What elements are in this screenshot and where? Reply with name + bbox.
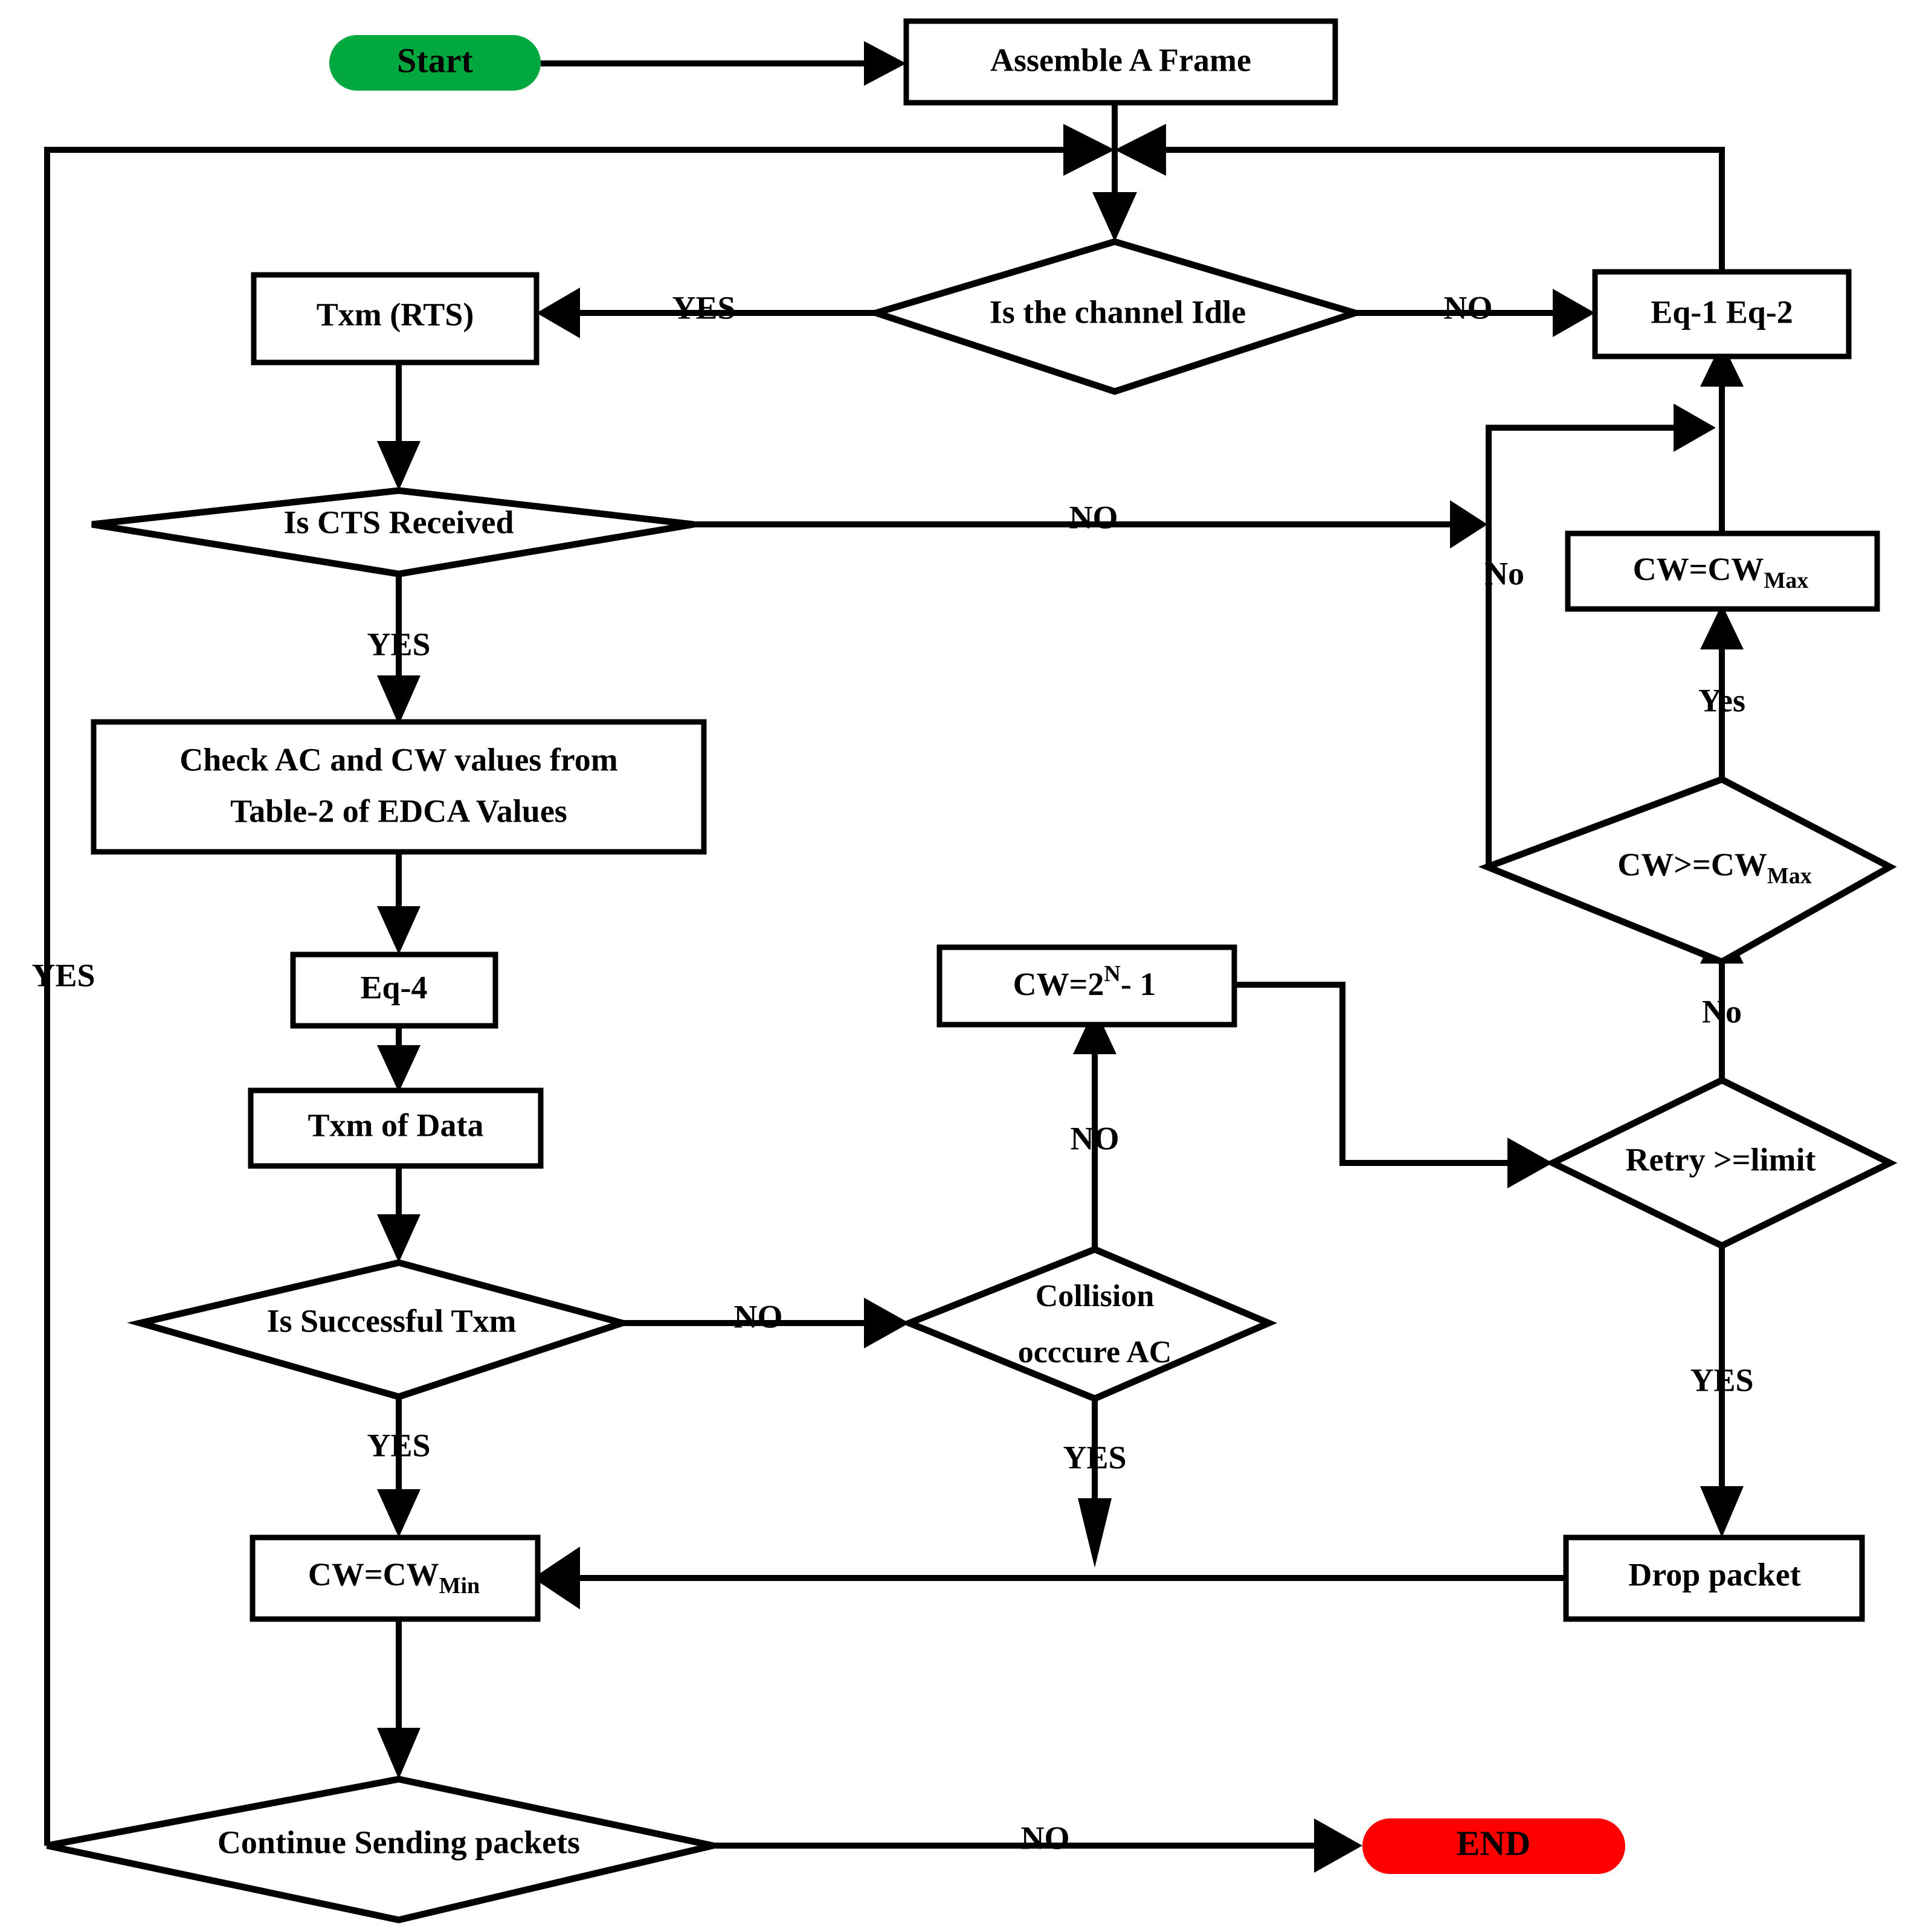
edge-label-retry-no: No	[1702, 993, 1742, 1029]
eq1-eq2-label: Eq-1 Eq-2	[1651, 294, 1793, 330]
node-end[interactable]: END	[1362, 1818, 1625, 1874]
edge-label-succtxm-no: NO	[734, 1298, 783, 1335]
cw-equals-2n-minus1-shape	[936, 944, 1237, 1028]
cw-equals-cwmin-shape	[250, 1534, 541, 1622]
edge-label-continue-no: NO	[1021, 1820, 1070, 1856]
edge-label-channel-idle-no: NO	[1444, 289, 1493, 326]
node-cw-ge-cwmax[interactable]: CW>=CWMax	[1478, 775, 1897, 966]
end-terminator-shape	[1362, 1818, 1625, 1874]
txm-rts-shape	[251, 272, 540, 365]
edge-label-continue-yes: YES	[31, 957, 95, 993]
node-is-successful-txm[interactable]: Is Successful Txm	[127, 1259, 634, 1400]
txm-of-data-label: Txm of Data	[308, 1107, 484, 1143]
node-cw-equals-cwmin[interactable]: CW=CWMin	[250, 1534, 541, 1622]
edge-channel-idle-no	[1355, 289, 1595, 337]
edge-label-cts-no: NO	[1069, 499, 1118, 535]
node-collision-occcure-ac[interactable]: Collision occcure AC	[900, 1246, 1277, 1402]
edge-start-to-assemble	[541, 41, 906, 86]
node-drop-packet[interactable]: Drop packet	[1563, 1534, 1865, 1622]
edge-txmrts-to-cts	[377, 362, 420, 491]
edge-collision-yes	[1078, 1396, 1112, 1568]
check-ac-and-cw-values-line1: Check AC and CW values from	[179, 741, 618, 778]
edge-assemble-to-channel-idle	[1092, 103, 1137, 242]
drop-packet-shape	[1563, 1534, 1865, 1622]
edge-droppacket-to-cwcwmin	[533, 1547, 1566, 1609]
edge-cts-no	[694, 500, 1487, 549]
edge-cwcwmax-to-eq12	[1700, 342, 1744, 536]
edge-collision-no	[1073, 1008, 1116, 1251]
node-txm-of-data[interactable]: Txm of Data	[248, 1087, 544, 1169]
edge-label-cts-yes: YES	[367, 626, 430, 662]
cw-ge-cwmax-shape	[1478, 775, 1897, 966]
continue-sending-packets-shape	[46, 1776, 714, 1924]
node-cw-equals-cwmax[interactable]: CW=CWMax	[1565, 530, 1880, 612]
edge-cwcwmin-to-continue	[377, 1619, 420, 1779]
is-cts-received-label: Is CTS Received	[284, 504, 514, 540]
node-eq4[interactable]: Eq-4	[290, 952, 498, 1029]
edge-cwgecwmax-yes	[1700, 604, 1744, 785]
edge-succtxm-yes	[377, 1396, 420, 1538]
cw-equals-cwmin-label: CW=CWMin	[308, 1556, 480, 1598]
is-successful-txm-shape	[127, 1259, 634, 1400]
retry-ge-limit-label: Retry >=limit	[1626, 1141, 1816, 1177]
eq1-eq2-shape	[1592, 269, 1852, 359]
retry-ge-limit-shape	[1545, 1076, 1898, 1250]
edge-label-cwgecwmax-yes: Yes	[1698, 682, 1745, 718]
node-eq1-eq2[interactable]: Eq-1 Eq-2	[1592, 269, 1852, 359]
end-label: END	[1457, 1823, 1530, 1863]
collision-occcure-ac-line2: occcure AC	[1018, 1335, 1172, 1370]
cw-equals-2n-minus1-label: CW=2N- 1	[1013, 961, 1156, 1003]
is-the-channel-idle-shape	[865, 238, 1367, 395]
edge-label-cwgecwmax-no: No	[1484, 555, 1524, 591]
node-retry-ge-limit[interactable]: Retry >=limit	[1545, 1076, 1898, 1250]
edge-label-retry-yes: YES	[1690, 1362, 1753, 1398]
txm-of-data-shape	[248, 1087, 544, 1169]
edge-cwpow-to-retry	[1232, 982, 1553, 1188]
edge-succtxm-no	[622, 1298, 909, 1348]
edge-checkac-to-eq4	[377, 852, 420, 955]
edge-label-channel-idle-yes: YES	[672, 289, 735, 326]
edge-channel-idle-yes	[536, 288, 876, 338]
edge-cts-yes	[377, 574, 420, 725]
is-cts-received-shape	[91, 487, 694, 578]
edge-txmdata-to-succtxm	[377, 1163, 420, 1263]
edge-label-succtxm-yes: YES	[367, 1427, 430, 1463]
node-is-cts-received[interactable]: Is CTS Received	[91, 487, 694, 578]
cw-equals-cwmax-shape	[1565, 530, 1880, 612]
node-cw-equals-2n-minus1[interactable]: CW=2N- 1	[936, 944, 1237, 1028]
node-continue-sending-packets[interactable]: Continue Sending packets	[46, 1776, 714, 1924]
start-terminator-shape	[329, 35, 541, 91]
node-start[interactable]: Start	[329, 35, 541, 91]
assemble-a-frame-label: Assemble A Frame	[990, 42, 1251, 78]
assemble-a-frame-shape	[903, 18, 1338, 106]
edge-cwgecwmax-no	[1486, 404, 1716, 867]
edge-continue-no	[713, 1818, 1362, 1873]
txm-rts-label: Txm (RTS)	[317, 296, 474, 332]
node-check-ac-and-cw-values[interactable]: Check AC and CW values from Table-2 of E…	[91, 719, 707, 855]
collision-occcure-ac-shape	[900, 1246, 1277, 1402]
edge-retry-yes	[1700, 1245, 1744, 1538]
continue-sending-packets-label: Continue Sending packets	[218, 1824, 580, 1860]
collision-occcure-ac-line1: Collision	[1036, 1279, 1155, 1313]
edge-eq12-to-merge	[1115, 124, 1725, 290]
node-assemble-a-frame[interactable]: Assemble A Frame	[903, 18, 1338, 106]
cw-equals-cwmax-label: CW=CWMax	[1633, 551, 1809, 593]
drop-packet-label: Drop packet	[1628, 1556, 1801, 1592]
check-ac-and-cw-values-shape	[91, 719, 707, 855]
check-ac-and-cw-values-line2: Table-2 of EDCA Values	[230, 793, 567, 829]
node-is-the-channel-idle[interactable]: Is the channel Idle	[865, 238, 1367, 395]
is-the-channel-idle-label: Is the channel Idle	[990, 294, 1246, 330]
node-txm-rts[interactable]: Txm (RTS)	[251, 272, 540, 365]
edge-label-collision-no: NO	[1071, 1120, 1120, 1156]
edge-continue-yes-return-loop	[44, 124, 1115, 1846]
eq4-label: Eq-4	[360, 969, 427, 1005]
cw-ge-cwmax-label: CW>=CWMax	[1617, 846, 1811, 888]
eq4-shape	[290, 952, 498, 1029]
start-label: Start	[397, 40, 473, 80]
is-successful-txm-label: Is Successful Txm	[266, 1302, 516, 1339]
edge-label-collision-yes: YES	[1063, 1439, 1126, 1475]
